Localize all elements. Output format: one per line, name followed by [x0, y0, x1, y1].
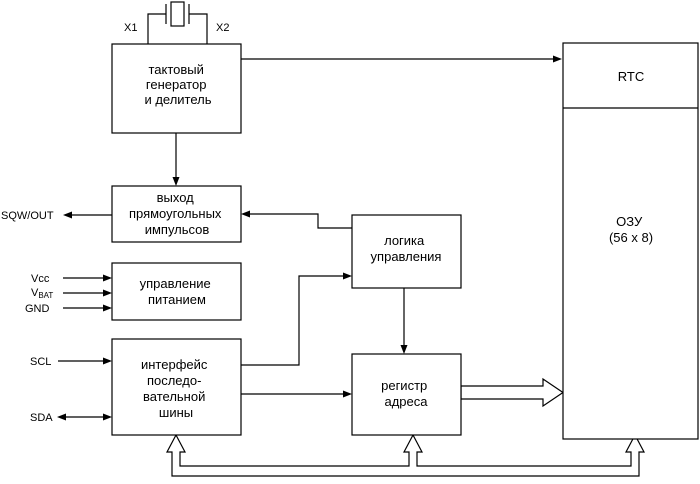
power-control-block — [111, 262, 242, 321]
control-logic-label: логика управления — [371, 233, 442, 264]
pin-vcc-label: Vcc — [31, 273, 50, 285]
pin-vbat-label: VBAT — [31, 287, 53, 300]
ram-label: ОЗУ (56 x 8) — [609, 214, 653, 245]
pin-x1-label: X1 — [124, 22, 137, 34]
pin-sda-label: SDA — [30, 412, 53, 424]
serial-bus-interface-label: интерфейс последо- вательной шины — [141, 357, 211, 420]
address-to-ram-bus-arrow — [460, 377, 565, 408]
clock-generator-block — [111, 43, 242, 134]
power-control-label: управление питанием — [140, 276, 215, 307]
pin-x2-label: X2 — [216, 22, 229, 34]
square-wave-output-label: выход прямоугольных импульсов — [129, 190, 225, 237]
address-register-block — [351, 353, 462, 436]
address-register-label: регистр адреса — [381, 378, 431, 409]
control-logic-block — [351, 214, 462, 289]
clock-generator-label: тактовый генератор и делитель — [144, 62, 211, 107]
pin-gnd-label: GND — [25, 303, 50, 315]
pin-sqw-out-label: SQW/OUT — [1, 210, 54, 222]
rtc-label: RTC — [618, 69, 644, 84]
bus-arrows — [166, 377, 645, 477]
pin-scl-label: SCL — [30, 356, 51, 368]
square-wave-output-block — [111, 185, 242, 243]
memory-block — [562, 42, 699, 440]
serial-bus-interface-block — [111, 338, 242, 436]
crystal-symbol — [147, 1, 208, 44]
internal-data-bus-arrow — [166, 433, 645, 477]
connections — [57, 55, 562, 421]
